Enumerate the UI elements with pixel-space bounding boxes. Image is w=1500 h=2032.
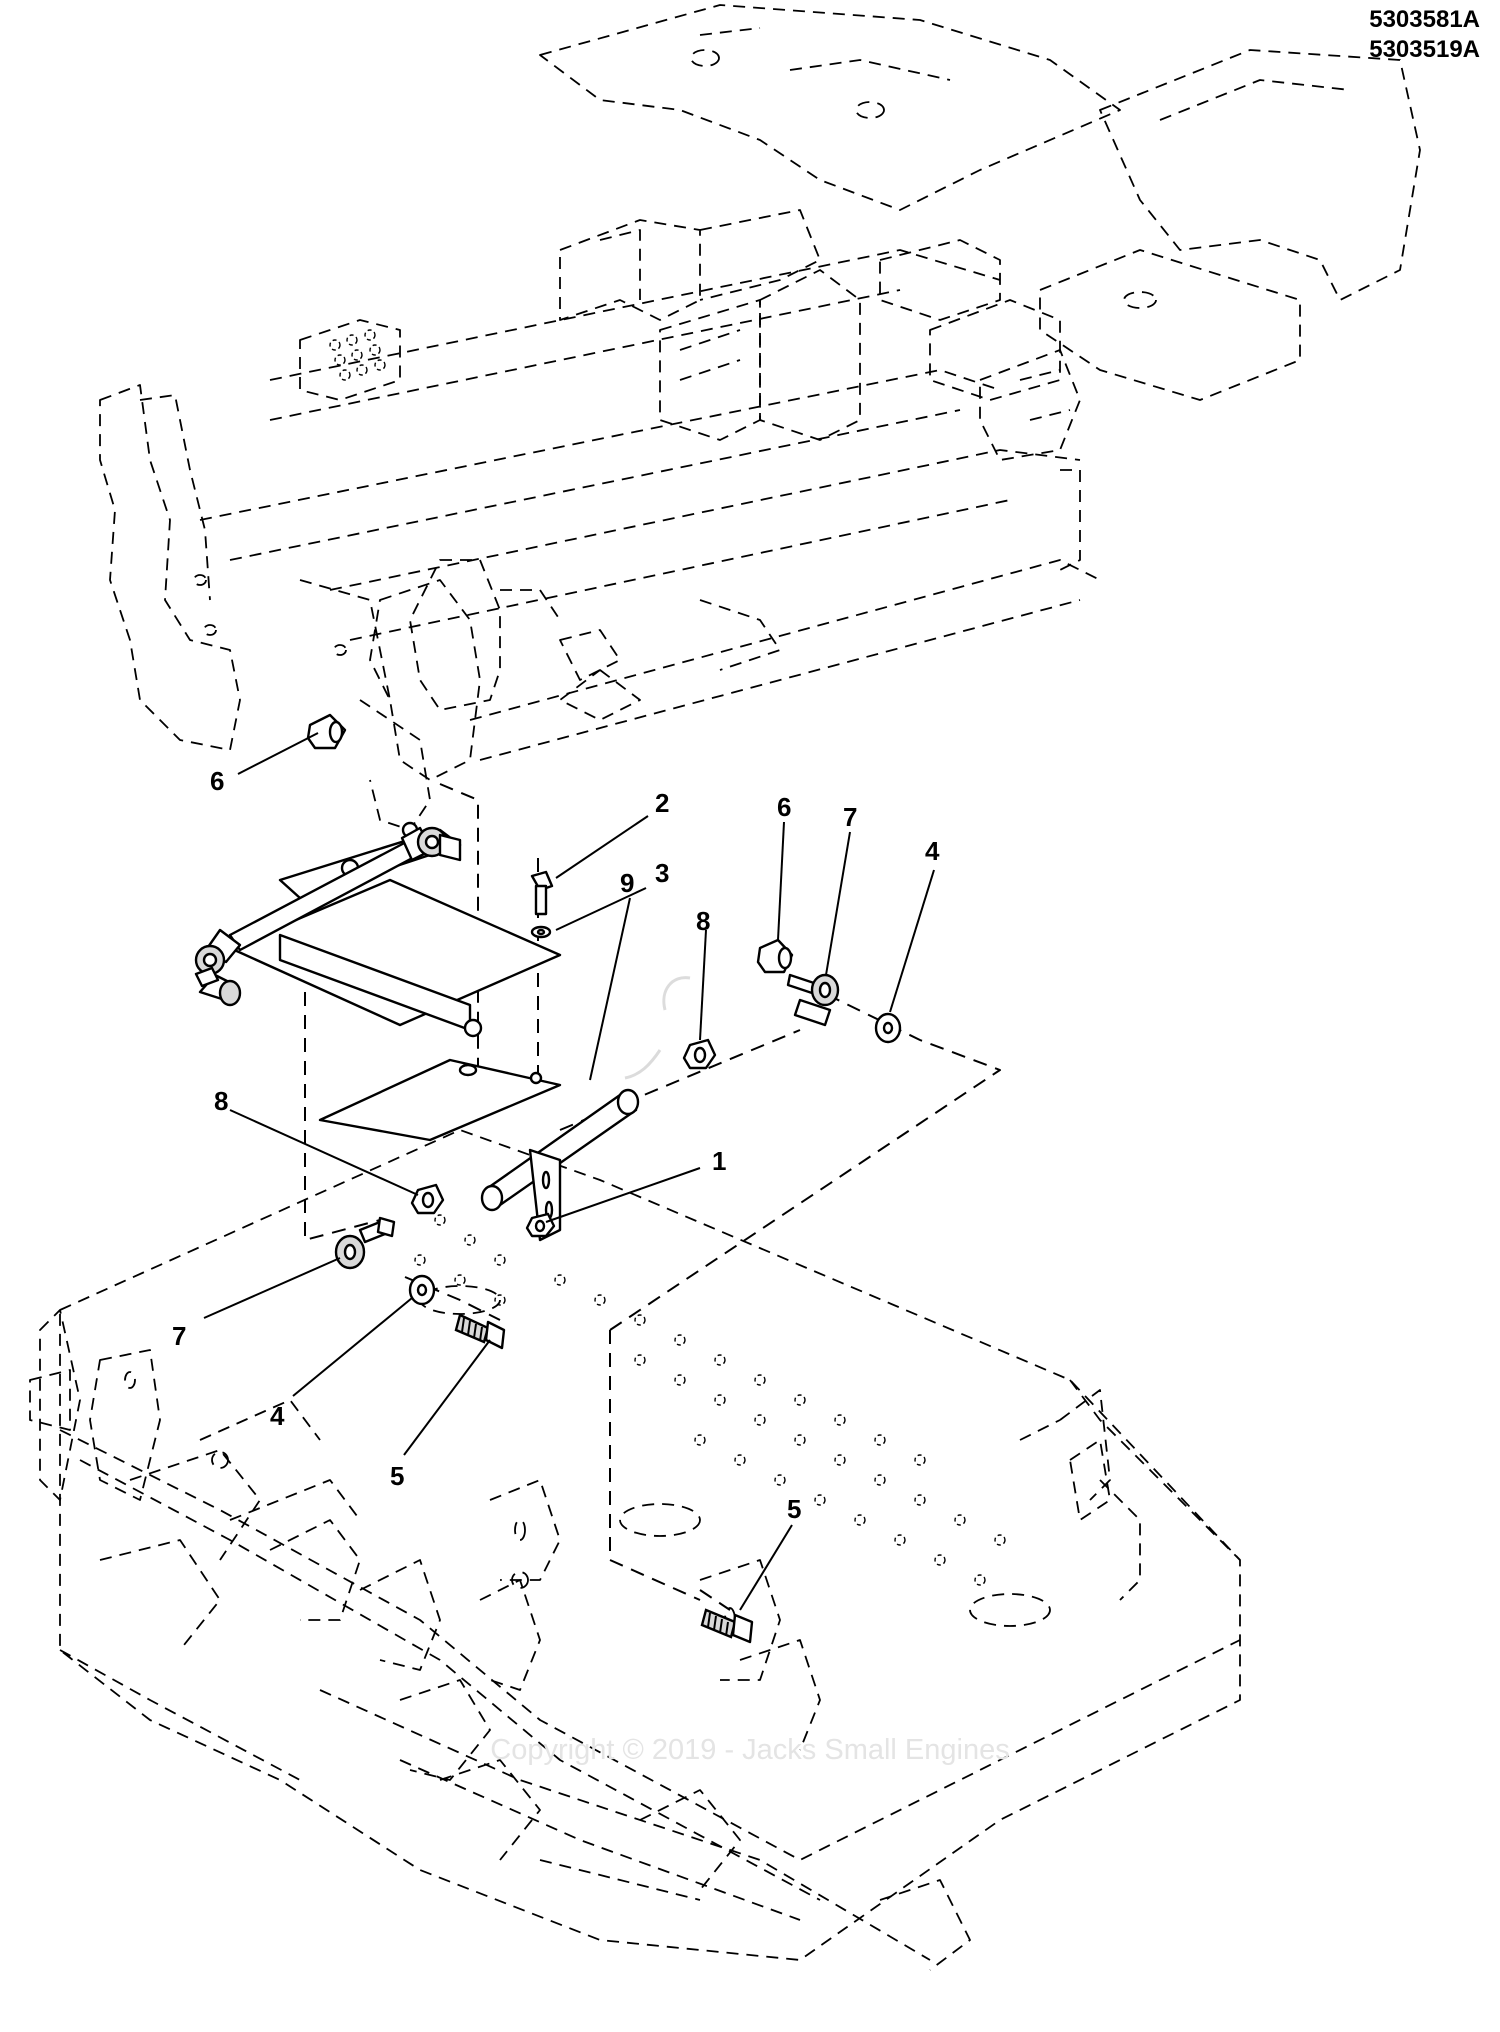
callout-8-left: 8 xyxy=(214,1086,228,1116)
mower-deck xyxy=(29,1129,1241,1971)
adjustment-link-assembly xyxy=(194,826,462,1007)
callout-6-left: 6 xyxy=(210,766,224,796)
callout-8-right: 8 xyxy=(696,906,710,936)
callout-7-right: 7 xyxy=(843,802,857,832)
hitch-plate xyxy=(228,878,562,1027)
copyright-notice: Copyright © 2019 - Jacks Small Engines xyxy=(490,1734,1010,1766)
nut-part-8-upper xyxy=(682,1038,717,1070)
callout-4-left: 4 xyxy=(270,1401,285,1431)
washer-part-3 xyxy=(530,925,552,939)
nut-part-6-right xyxy=(756,938,794,974)
nut-part-6-left xyxy=(306,713,347,750)
rod-end-part-7-left xyxy=(334,1216,396,1270)
washer-part-4-right xyxy=(874,1012,902,1044)
washer-part-4-lower xyxy=(408,1274,436,1306)
bolt-part-5-lower xyxy=(700,1608,754,1644)
callout-4-right: 4 xyxy=(925,836,940,866)
callout-9: 9 xyxy=(620,868,634,898)
callout-6-right: 6 xyxy=(777,792,791,822)
callout-7-left: 7 xyxy=(172,1321,186,1351)
callout-3: 3 xyxy=(655,858,669,888)
diagram-code-2: 5303519A xyxy=(1369,36,1480,63)
tractor-frame xyxy=(99,4,1421,831)
callout-labels: 1 2 3 4 4 5 5 6 6 7 7 8 8 9 xyxy=(172,766,940,1524)
callout-1: 1 xyxy=(712,1146,726,1176)
nut-part-1 xyxy=(525,1212,556,1238)
jacks-watermark-logo xyxy=(624,976,691,1080)
callout-5-right: 5 xyxy=(787,1494,801,1524)
rod-end-part-7-right xyxy=(786,973,840,1027)
nut-part-8-lower xyxy=(410,1183,445,1215)
callout-2: 2 xyxy=(655,788,669,818)
hitch-plate-assembly xyxy=(228,821,640,1242)
leader-lines xyxy=(203,732,935,1611)
diagram-code-1: 5303581A xyxy=(1369,6,1480,33)
callout-5-center: 5 xyxy=(390,1461,404,1491)
bolt-part-2 xyxy=(530,870,554,916)
bolt-part-5-center xyxy=(454,1313,506,1350)
